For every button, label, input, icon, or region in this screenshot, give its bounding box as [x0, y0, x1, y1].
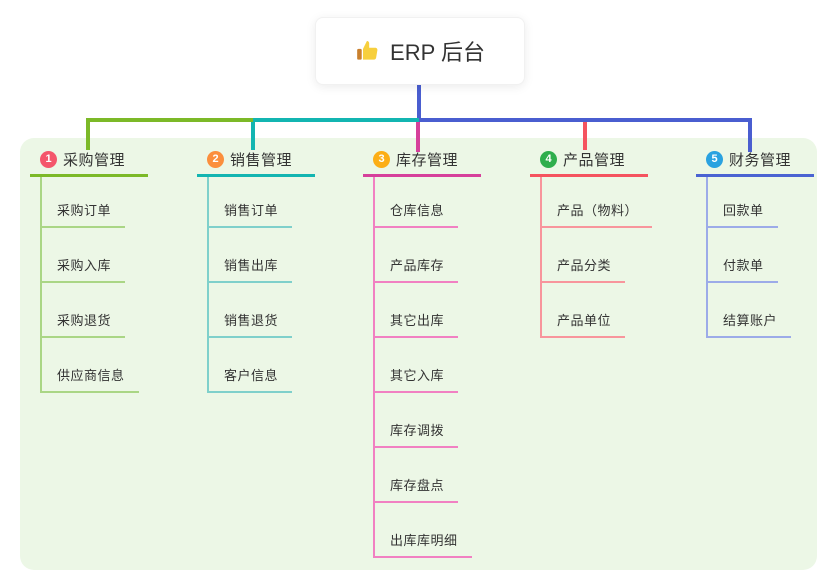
- branch-underline: [197, 174, 315, 177]
- branch-child-connector: [540, 177, 542, 338]
- branch-child-connector: [706, 177, 708, 338]
- branch-purchase: 1 采购管理 采购订单 采购入库 采购退货 供应商信息: [30, 149, 160, 393]
- child-node[interactable]: 产品库存: [373, 228, 459, 283]
- child-node[interactable]: 仓库信息: [373, 173, 459, 228]
- branch-title-sales[interactable]: 2 销售管理: [207, 149, 327, 169]
- thumbs-up-icon: [357, 41, 378, 60]
- branch-underline: [696, 174, 814, 177]
- branch-child-connector: [40, 177, 42, 393]
- child-node[interactable]: 客户信息: [207, 338, 293, 393]
- child-node[interactable]: 付款单: [706, 228, 778, 283]
- branch-product: 4 产品管理 产品（物料） 产品分类 产品单位: [530, 149, 660, 338]
- child-node[interactable]: 库存盘点: [373, 448, 459, 503]
- child-node[interactable]: 产品（物料）: [540, 173, 653, 228]
- branch-child-connector: [373, 177, 375, 558]
- drop-line-product: [583, 120, 587, 150]
- child-node[interactable]: 销售出库: [207, 228, 293, 283]
- branch-number-badge: 2: [207, 150, 224, 168]
- drop-line-inventory: [416, 122, 420, 152]
- child-node[interactable]: 采购订单: [40, 173, 126, 228]
- branch-sales: 2 销售管理 销售订单 销售出库 销售退货 客户信息: [197, 149, 327, 393]
- branch-label: 采购管理: [63, 151, 126, 169]
- branch-title-purchase[interactable]: 1 采购管理: [40, 149, 160, 169]
- rail-segment-blue: [419, 118, 752, 122]
- branch-label: 产品管理: [563, 151, 626, 169]
- branch-title-product[interactable]: 4 产品管理: [540, 149, 660, 169]
- branch-finance: 5 财务管理 回款单 付款单 结算账户: [696, 149, 826, 338]
- branch-title-finance[interactable]: 5 财务管理: [706, 149, 826, 169]
- drop-line-sales: [251, 120, 255, 150]
- root-node-erp[interactable]: ERP 后台: [315, 17, 525, 85]
- branch-label: 库存管理: [396, 151, 459, 169]
- branch-number-badge: 5: [706, 150, 723, 168]
- child-node[interactable]: 结算账户: [706, 283, 792, 338]
- branch-label: 销售管理: [230, 151, 293, 169]
- branch-inventory: 3 库存管理 仓库信息 产品库存 其它出库 其它入库 库存调拨 库存盘点 出库库…: [363, 149, 493, 558]
- branch-child-connector: [207, 177, 209, 393]
- branch-number-badge: 3: [373, 150, 390, 168]
- branch-number-badge: 4: [540, 150, 557, 168]
- child-node[interactable]: 产品单位: [540, 283, 626, 338]
- child-node[interactable]: 其它入库: [373, 338, 459, 393]
- branch-underline: [30, 174, 148, 177]
- rail-segment-teal: [253, 118, 419, 122]
- rail-segment-green: [86, 118, 253, 122]
- child-node[interactable]: 销售退货: [207, 283, 293, 338]
- drop-line-finance: [748, 120, 752, 152]
- branch-label: 财务管理: [729, 151, 792, 169]
- child-node[interactable]: 回款单: [706, 173, 778, 228]
- child-node[interactable]: 其它出库: [373, 283, 459, 338]
- child-node[interactable]: 销售订单: [207, 173, 293, 228]
- branch-number-badge: 1: [40, 150, 57, 168]
- child-node[interactable]: 采购入库: [40, 228, 126, 283]
- child-node[interactable]: 出库库明细: [373, 503, 472, 558]
- branch-underline: [530, 174, 648, 177]
- child-node[interactable]: 采购退货: [40, 283, 126, 338]
- root-connector-line: [417, 83, 421, 122]
- child-node[interactable]: 供应商信息: [40, 338, 139, 393]
- branch-underline: [363, 174, 481, 177]
- child-node[interactable]: 产品分类: [540, 228, 626, 283]
- child-node[interactable]: 库存调拨: [373, 393, 459, 448]
- branch-title-inventory[interactable]: 3 库存管理: [373, 149, 493, 169]
- drop-line-purchase: [86, 120, 90, 150]
- branches-panel: [20, 138, 817, 570]
- root-node-label: ERP 后台: [390, 40, 485, 65]
